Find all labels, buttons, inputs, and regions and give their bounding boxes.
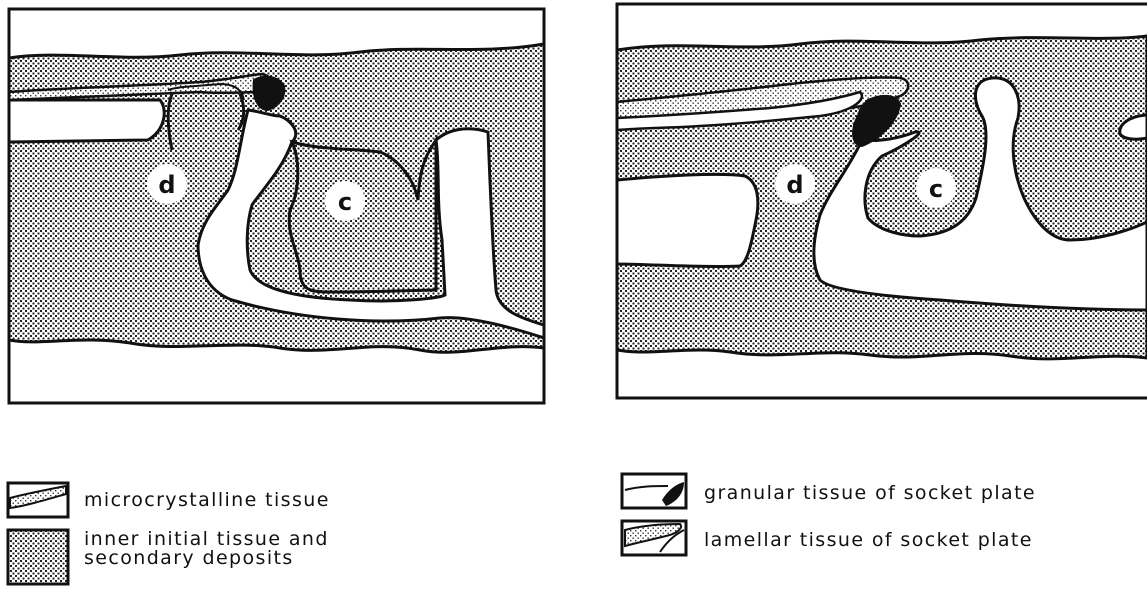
left-label-c: c bbox=[325, 181, 365, 221]
legend-label-microcrystalline: microcrystalline tissue bbox=[84, 491, 330, 510]
legend-swatch-lamellar bbox=[622, 521, 686, 555]
legend-item-lamellar: lamellar tissue of socket plate bbox=[704, 531, 1033, 550]
left-cavity bbox=[9, 100, 164, 142]
legend-label-lamellar: lamellar tissue of socket plate bbox=[704, 531, 1033, 550]
right-label-c-text: c bbox=[929, 175, 943, 203]
right-label-d-text: d bbox=[786, 171, 803, 199]
legend-item-granular: granular tissue of socket plate bbox=[704, 484, 1036, 503]
legend-label-inner-initial: inner initial tissue and secondary depos… bbox=[84, 530, 329, 568]
legend-item-inner-initial: inner initial tissue and secondary depos… bbox=[84, 530, 329, 568]
legend-label-granular: granular tissue of socket plate bbox=[704, 484, 1036, 503]
legend-swatch-microcrystalline bbox=[8, 483, 68, 517]
left-label-d-text: d bbox=[158, 171, 175, 199]
legend-label-inner-initial-line2: secondary deposits bbox=[84, 549, 329, 568]
left-label-d: d bbox=[147, 164, 187, 204]
legend-swatch-granular bbox=[622, 474, 686, 508]
legend-item-microcrystalline: microcrystalline tissue bbox=[84, 491, 330, 510]
right-label-c: c bbox=[916, 168, 956, 208]
right-label-d: d bbox=[775, 164, 815, 204]
legend-swatch-inner-initial bbox=[8, 530, 68, 584]
right-left-cavity bbox=[617, 174, 758, 266]
left-panel: d c bbox=[9, 44, 544, 352]
left-label-c-text: c bbox=[338, 188, 352, 216]
right-panel: d c bbox=[617, 36, 1147, 359]
